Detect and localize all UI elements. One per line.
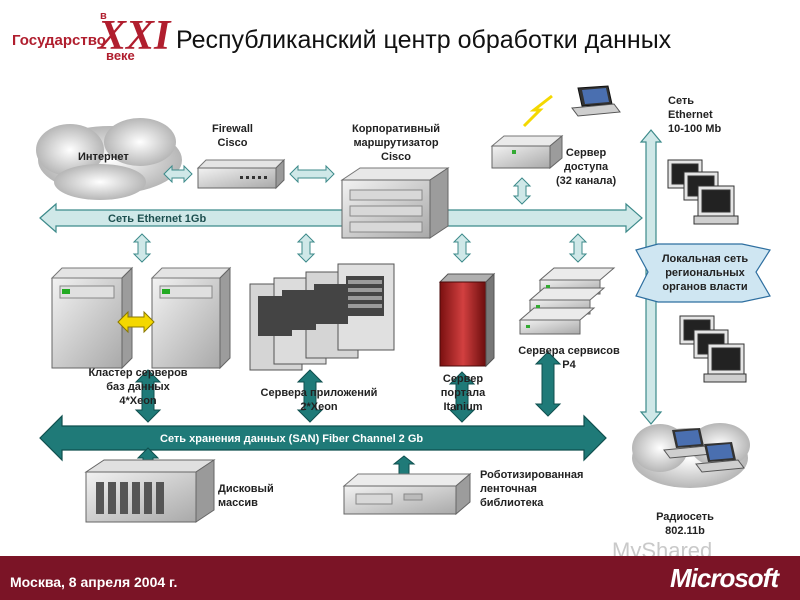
access-server-icon (490, 94, 564, 170)
portal-server-icon (438, 272, 496, 368)
disk-array-icon (84, 459, 216, 523)
link-db-ethernet (132, 233, 152, 263)
firewall-device-icon (196, 158, 286, 190)
radio-laptops-icon (663, 428, 745, 473)
logo-line3: веке (106, 48, 135, 63)
internet-cloud-icon (36, 118, 182, 200)
service-servers-icon (518, 267, 616, 335)
router-device-icon (340, 167, 450, 239)
footer-text: Москва, 8 апреля 2004 г. (10, 574, 178, 590)
logo-line1: Государство (12, 32, 106, 49)
logo-roman: XXI (98, 13, 171, 59)
regional-lan-banner (635, 243, 771, 303)
link-db-san (134, 369, 162, 423)
san-bus-label: Сеть хранения данных (SAN) Fiber Channel… (160, 433, 423, 445)
app-servers-icon (249, 263, 395, 371)
logo: Государство XXI в веке (10, 10, 170, 66)
db-server-2-icon (150, 266, 232, 370)
link-access-ethernet (512, 177, 532, 205)
link-app-ethernet (296, 233, 316, 263)
cluster-link-icon (117, 310, 155, 334)
page-title: Республиканский центр обработки данных (176, 26, 672, 54)
laptop-icon (571, 85, 621, 117)
link-portal-ethernet (452, 233, 472, 263)
link-portal-san (448, 371, 476, 423)
workstations-bottom-icon (679, 315, 747, 383)
san-bus (39, 414, 607, 462)
ethernet-1gb-bus (39, 202, 643, 234)
link-services-san (534, 351, 562, 417)
tape-library-icon (342, 472, 472, 516)
link-app-san (296, 369, 324, 423)
footer-bar (0, 556, 800, 600)
workstations-top-icon (667, 159, 739, 225)
internet-label: Интернет (78, 151, 129, 163)
network-diagram: Сеть Ethernet 1Gb Сеть хранения данных (… (36, 85, 771, 523)
db-server-1-icon (50, 266, 134, 370)
microsoft-logo: Microsoft (670, 563, 779, 593)
logo-line2: в (100, 10, 107, 22)
link-internet-firewall (163, 164, 193, 184)
ethernet-bus-label: Сеть Ethernet 1Gb (108, 213, 206, 225)
link-services-ethernet (568, 233, 588, 263)
link-firewall-router (289, 164, 335, 184)
